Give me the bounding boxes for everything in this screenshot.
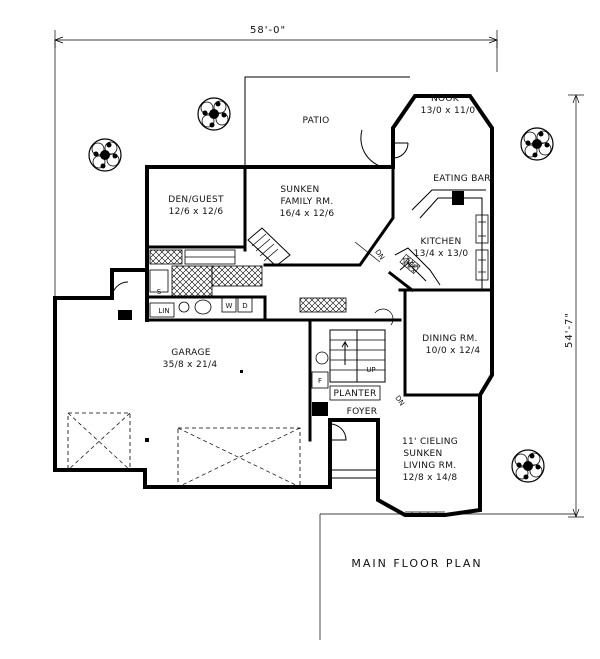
washer-marker: W [226, 302, 233, 310]
planter-label: PLANTER [333, 389, 376, 399]
family-room-opening [354, 241, 381, 263]
nook-size: 13/0 x 11/0 [421, 106, 476, 116]
tree-icon [520, 127, 554, 161]
garage-size: 35/8 x 21/4 [163, 360, 218, 370]
width-dimension: 58'-0" [250, 25, 286, 36]
dining-room-size: 10/0 x 12/4 [426, 346, 481, 356]
site-lines [54, 40, 576, 640]
family-room-size: 16/4 x 12/6 [280, 209, 335, 219]
linen-marker: LIN [158, 307, 169, 315]
plan-title: MAIN FLOOR PLAN [351, 557, 482, 570]
down-marker: DN [373, 248, 386, 261]
dryer-marker: D [242, 302, 247, 310]
living-room-size: 12/8 x 14/8 [403, 473, 458, 483]
interior-walls [145, 165, 494, 442]
planter-box [312, 385, 381, 416]
width-dimension-line [54, 30, 498, 48]
family-room-label-line2: FAMILY RM. [281, 197, 334, 207]
storage-shelves [299, 297, 347, 313]
living-room-label-line2: SUNKEN [403, 449, 442, 459]
tree-icon [511, 449, 545, 483]
exterior-walls [53, 94, 494, 517]
depth-dimension-line [568, 94, 584, 518]
family-room-label-line1: SUNKEN [280, 185, 319, 195]
living-room-label-line3: LIVING RM. [404, 461, 457, 471]
living-room-label-line1: 11' CIELING [402, 437, 458, 447]
tree-icon [88, 138, 122, 172]
shower-marker: S [157, 288, 162, 296]
garage-label: GARAGE [171, 348, 210, 358]
eating-bar-label: EATING BAR [433, 174, 490, 184]
foyer-label: FOYER [347, 407, 378, 417]
nook-label: NOOK [431, 94, 460, 104]
tree-icon [197, 97, 231, 131]
kitchen-size: 13/4 x 13/0 [414, 249, 469, 259]
stairs-up-label: UP [366, 366, 375, 374]
patio-label: PATIO [302, 116, 329, 126]
dining-room-label: DINING RM. [422, 334, 477, 344]
family-room-stairs [247, 227, 291, 267]
den-size: 12/6 x 12/6 [169, 207, 224, 217]
eating-bar-counter [411, 189, 489, 290]
furnace-marker: F [318, 377, 322, 385]
den-closet [149, 249, 236, 265]
nook-door [392, 142, 409, 159]
bath-area [149, 265, 263, 318]
kitchen-counter [394, 247, 441, 286]
depth-dimension: 54'-7" [564, 312, 575, 348]
entry-door [329, 423, 378, 479]
kitchen-label: KITCHEN [420, 237, 461, 247]
garage-doors [67, 281, 301, 488]
den-label: DEN/GUEST [168, 195, 224, 205]
living-room-windows [405, 511, 445, 516]
stairs [311, 308, 394, 389]
